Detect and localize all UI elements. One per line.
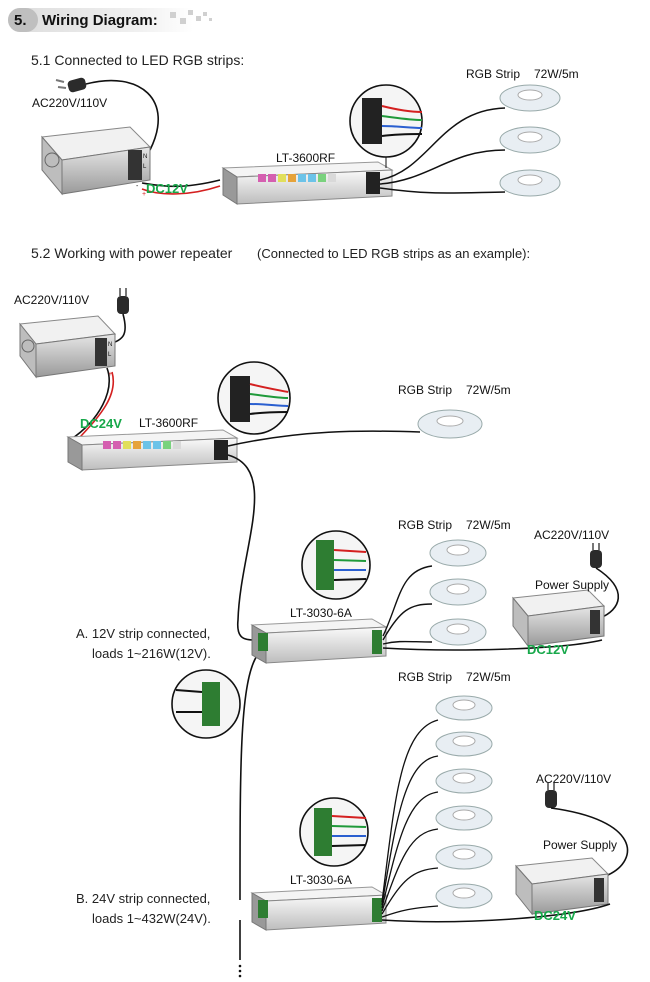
power-supply-1: N L - +	[40, 126, 152, 198]
rgb-strip-reel-a3	[429, 618, 487, 646]
svg-text:N: N	[108, 342, 112, 348]
rgb-strip-reel-a2	[429, 578, 487, 606]
ac-label-a: AC220V/110V	[534, 528, 610, 542]
note-a-line2: loads 1~216W(12V).	[92, 646, 211, 661]
lt3030-label-a: LT-3030-6A	[290, 606, 352, 620]
note-b-line1: B. 24V strip connected,	[76, 891, 211, 906]
svg-text:L: L	[143, 164, 147, 170]
section-header-bar	[8, 8, 193, 32]
svg-text:L: L	[108, 352, 112, 358]
power-supply-a	[512, 589, 606, 648]
dc24-label-2: DC24V	[80, 416, 122, 431]
note-a-line1: A. 12V strip connected,	[76, 626, 211, 641]
rgb-strip-label-a: RGB Strip	[398, 518, 453, 532]
rgb-strip-reel-b5	[435, 844, 493, 870]
power-plug-a	[590, 543, 602, 568]
lt3600rf-controller-1	[221, 161, 394, 205]
section-title: Wiring Diagram:	[42, 12, 158, 29]
power-supply-label-a: Power Supply	[535, 578, 610, 592]
zoom-detail-1	[349, 84, 423, 168]
rgb-strip-reel-1c	[499, 169, 561, 197]
power-plug-2	[117, 288, 129, 314]
subsection-5-2-title: 5.2 Working with power repeater	[31, 245, 233, 261]
ac-label-1: AC220V/110V	[32, 96, 108, 110]
rgb-strip-reel-2	[417, 409, 483, 439]
lt3600rf-label-2: LT-3600RF	[139, 416, 199, 430]
subsection-5-1-title: 5.1 Connected to LED RGB strips:	[31, 52, 245, 68]
dc12-label-1: DC12V	[146, 181, 188, 196]
rgb-strip-label-b: RGB Strip	[398, 670, 453, 684]
dc24-label-b: DC24V	[534, 908, 576, 923]
rgb-strip-reel-1a	[499, 84, 561, 112]
strip-power-label-1: 72W/5m	[534, 67, 579, 81]
rgb-strip-reel-1b	[499, 126, 561, 154]
note-b-line2: loads 1~432W(24V).	[92, 911, 211, 926]
svg-text:+: +	[108, 371, 112, 378]
svg-text:N: N	[143, 154, 147, 160]
power-supply-label-b: Power Supply	[543, 838, 618, 852]
section-number-badge	[8, 8, 38, 32]
power-plug-b	[545, 783, 557, 808]
power-supply-2: N L +	[19, 315, 117, 379]
svg-text:+: +	[142, 191, 146, 198]
subsection-5-2-note: (Connected to LED RGB strips as an examp…	[257, 246, 531, 261]
power-plug-1	[55, 77, 87, 93]
rgb-strip-label-1: RGB Strip	[466, 67, 521, 81]
rgb-strip-reel-b2	[435, 731, 493, 757]
strip-power-label-b: 72W/5m	[466, 670, 511, 684]
rgb-strip-reel-a1	[429, 539, 487, 567]
rgb-strip-reel-b3	[435, 768, 493, 794]
rgb-strip-label-2: RGB Strip	[398, 383, 453, 397]
dc12-label-a: DC12V	[527, 642, 569, 657]
svg-text:-: -	[136, 183, 139, 190]
rgb-strip-reel-b4	[435, 805, 493, 831]
rgb-strip-reel-b6	[435, 883, 493, 909]
lt3030-label-b: LT-3030-6A	[290, 873, 352, 887]
ac-label-2: AC220V/110V	[14, 293, 90, 307]
strip-power-label-2: 72W/5m	[466, 383, 511, 397]
lt3600rf-controller-2	[66, 429, 239, 471]
power-supply-b	[514, 857, 610, 916]
zoom-detail-a-in	[171, 669, 241, 739]
section-number: 5.	[14, 12, 27, 29]
strip-power-label-a: 72W/5m	[466, 518, 511, 532]
zoom-detail-a-out	[301, 530, 371, 600]
ac-label-b: AC220V/110V	[536, 772, 612, 786]
lt3600rf-label-1: LT-3600RF	[276, 151, 336, 165]
zoom-detail-2	[217, 361, 291, 435]
lt3030-6a-amplifier-a	[250, 618, 388, 664]
lt3030-6a-amplifier-b	[250, 886, 388, 931]
rgb-strip-reel-b1	[435, 695, 493, 721]
zoom-detail-b	[299, 797, 369, 867]
